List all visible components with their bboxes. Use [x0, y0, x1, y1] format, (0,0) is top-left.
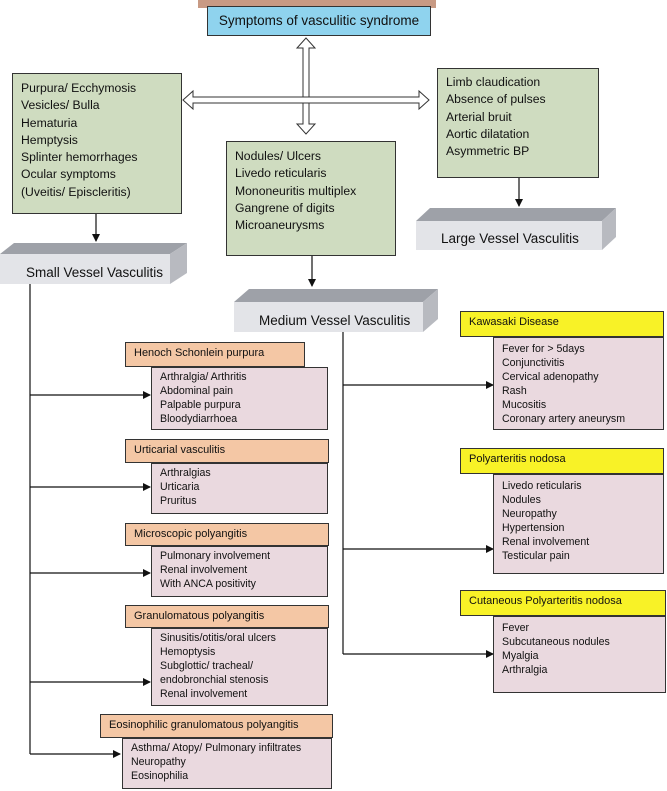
disease-header-granulomatous: Granulomatous polyangitis [125, 605, 329, 628]
list-item: Neuropathy [502, 507, 557, 520]
list-item: Arthralgia/ Arthritis [160, 371, 247, 383]
disease-header-hsp: Henoch Schonlein purpura [125, 342, 305, 367]
disease-list-cutaneous-pan: Fever Subcutaneous nodules Myalgia Arthr… [493, 616, 666, 693]
disease-name: Henoch Schonlein purpura [134, 347, 265, 359]
disease-name: Kawasaki Disease [469, 316, 559, 328]
list-item: Renal involvement [160, 687, 248, 700]
disease-name: Cutaneous Polyarteritis nodosa [469, 595, 622, 607]
list-item: Subcutaneous nodules [502, 635, 610, 648]
disease-header-eosinophilic: Eosinophilic granulomatous polyangitis [100, 714, 333, 738]
disease-header-pan: Polyarteritis nodosa [460, 448, 664, 474]
list-item: Renal involvement [160, 563, 248, 576]
list-item: Renal involvement [502, 535, 590, 548]
hollow-left-right-arrow [182, 89, 430, 111]
list-item: Sinusitis/otitis/oral ulcers [160, 632, 276, 644]
slab-large [416, 208, 616, 250]
large-vessel-label: Large Vessel Vasculitis [441, 231, 579, 246]
slab-small [0, 243, 187, 284]
symptom-item: Vesicles/ Bulla [21, 98, 100, 113]
list-item: Livedo reticularis [502, 480, 582, 492]
list-item: Hemoptysis [160, 645, 216, 658]
disease-header-cutaneous-pan: Cutaneous Polyarteritis nodosa [460, 590, 666, 616]
list-item: With ANCA positivity [160, 577, 256, 590]
title-backdrop [198, 0, 436, 8]
small-symptom-box: Purpura/ Ecchymosis Vesicles/ Bulla Hema… [12, 73, 182, 214]
symptom-item: Livedo reticularis [235, 166, 327, 181]
list-item: Neuropathy [131, 755, 186, 768]
list-item: Coronary artery aneurysm [502, 412, 626, 425]
list-item: Eosinophilia [131, 769, 189, 782]
symptom-item: Hematuria [21, 115, 78, 130]
list-item: Arthralgia [502, 663, 548, 676]
list-item: Pulmonary involvement [160, 550, 271, 562]
list-item: Fever for > 5days [502, 343, 585, 355]
list-item: Abdominal pain [160, 384, 234, 397]
slab-medium [234, 289, 438, 332]
list-item: Fever [502, 622, 530, 634]
symptom-item: Limb claudication [446, 75, 541, 89]
disease-name: Eosinophilic granulomatous polyangitis [109, 719, 299, 731]
list-item: Cervical adenopathy [502, 370, 599, 383]
symptom-item: Microaneurysms [235, 218, 325, 233]
list-item: Testicular pain [502, 549, 570, 562]
disease-header-microscopic: Microscopic polyangitis [125, 523, 329, 546]
disease-header-kawasaki: Kawasaki Disease [460, 311, 664, 337]
disease-list-granulomatous: Sinusitis/otitis/oral ulcers Hemoptysis … [151, 628, 328, 706]
symptom-item: Aortic dilatation [446, 126, 530, 141]
list-item: Urticaria [160, 480, 200, 493]
list-item: Arthralgias [160, 467, 211, 479]
small-vessel-label: Small Vessel Vasculitis [26, 265, 164, 280]
symptom-item: Asymmetric BP [446, 144, 530, 159]
symptom-item: Gangrene of digits [235, 200, 335, 215]
page-title: Symptoms of vasculitic syndrome [218, 13, 420, 28]
title-box: Symptoms of vasculitic syndrome [207, 6, 431, 36]
symptom-item: Mononeuritis multiplex [235, 183, 357, 198]
list-item: Subglottic/ tracheal/ [160, 659, 254, 672]
symptom-item: Splinter hemorrhages [21, 150, 138, 165]
list-item: Mucositis [502, 398, 547, 411]
disease-name: Microscopic polyangitis [134, 528, 248, 540]
list-item: Rash [502, 384, 527, 397]
list-item: Hypertension [502, 521, 565, 534]
symptom-item: Arterial bruit [446, 109, 512, 124]
symptom-item: Ocular symptoms [21, 167, 116, 182]
symptom-item: Purpura/ Ecchymosis [21, 81, 137, 95]
disease-header-urticarial: Urticarial vasculitis [125, 439, 329, 463]
symptom-item: Hemptysis [21, 132, 78, 147]
disease-list-microscopic: Pulmonary involvement Renal involvement … [151, 546, 328, 597]
list-item: Asthma/ Atopy/ Pulmonary infiltrates [131, 742, 302, 754]
disease-list-hsp: Arthralgia/ Arthritis Abdominal pain Pal… [151, 367, 328, 430]
list-item: Pruritus [160, 494, 197, 507]
symptom-item: Absence of pulses [446, 92, 546, 107]
list-item: Bloodydiarrhoea [160, 412, 238, 425]
disease-list-eosinophilic: Asthma/ Atopy/ Pulmonary infiltrates Neu… [122, 738, 332, 789]
symptom-item: Nodules/ Ulcers [235, 149, 322, 163]
list-item: endobronchial stenosis [160, 673, 269, 686]
disease-name: Polyarteritis nodosa [469, 453, 566, 465]
disease-list-urticarial: Arthralgias Urticaria Pruritus [151, 463, 328, 514]
medium-vessel-label: Medium Vessel Vasculitis [259, 313, 411, 328]
disease-list-pan: Livedo reticularis Nodules Neuropathy Hy… [493, 474, 664, 574]
list-item: Nodules [502, 493, 541, 506]
list-item: Palpable purpura [160, 398, 241, 411]
list-item: Myalgia [502, 649, 539, 662]
list-item: Conjunctivitis [502, 356, 565, 369]
disease-name: Urticarial vasculitis [134, 444, 226, 456]
medium-symptom-box: Nodules/ Ulcers Livedo reticularis Monon… [226, 141, 396, 256]
disease-name: Granulomatous polyangitis [134, 610, 265, 622]
large-symptom-box: Limb claudication Absence of pulses Arte… [437, 68, 599, 178]
disease-list-kawasaki: Fever for > 5days Conjunctivitis Cervica… [493, 337, 664, 430]
symptom-item: (Uveitis/ Episcleritis) [21, 184, 131, 199]
hollow-up-down-arrow [295, 37, 317, 135]
